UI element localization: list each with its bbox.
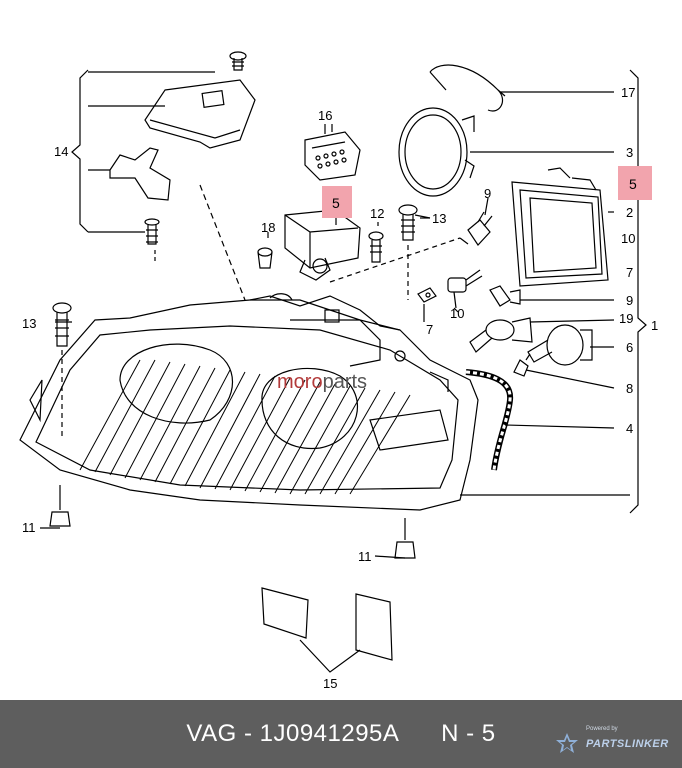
bracket-1 [629, 69, 647, 514]
bracket-14 [71, 69, 89, 233]
highlight-5-right [618, 166, 652, 200]
footer-bar: VAG - 1J0941295A N - 5 Powered by PARTSL… [0, 700, 682, 768]
callout-13-left: 13 [22, 316, 36, 331]
cable-4-icon [465, 369, 514, 471]
callout-5-right: 5 [629, 176, 637, 192]
callout-7-right: 7 [626, 265, 633, 280]
callout-1: 1 [651, 318, 658, 333]
callout-18: 18 [261, 220, 275, 235]
connector-16-icon [304, 124, 361, 181]
powered-by-text: Powered by [586, 726, 618, 732]
exploded-headlight-drawing: moroparts 1 2 3 4 5 5 6 7 7 8 9 9 10 10 … [19, 51, 658, 691]
highlight-5-mid [322, 186, 352, 218]
callout-10-right: 10 [621, 231, 635, 246]
control-module-5-icon [284, 209, 361, 281]
callout-9-top: 9 [484, 186, 491, 201]
callout-19: 19 [619, 311, 633, 326]
part-number-text: VAG - 1J0941295A N - 5 [186, 720, 496, 747]
film-15-icon [261, 587, 393, 673]
callout-13-mid: 13 [432, 211, 446, 226]
clip-7-icon [417, 287, 437, 303]
callout-11-bottom: 11 [358, 549, 372, 564]
callout-16: 16 [318, 108, 332, 123]
screw-14-icon [144, 218, 160, 245]
watermark-part1: moro [277, 371, 323, 393]
cover-plate [144, 79, 256, 149]
bracket-clip [109, 147, 171, 201]
callout-3: 3 [626, 145, 633, 160]
plug-18-icon [257, 247, 273, 269]
callout-14: 14 [54, 144, 68, 159]
bulb-6-icon [527, 324, 593, 366]
clip-11-bottom-icon [394, 518, 416, 559]
lens-hatching [79, 359, 411, 495]
callout-11-left: 11 [22, 520, 36, 535]
bulb-9-icon [489, 285, 521, 307]
seal-ring-3-icon [398, 107, 475, 197]
callout-2: 2 [626, 205, 633, 220]
brand-text: PARTSLINKER [586, 738, 669, 750]
screw-12-icon [368, 231, 384, 263]
callout-9-right: 9 [626, 293, 633, 308]
partslinker-logo: Powered by PARTSLINKER [548, 726, 674, 758]
bulb-19-icon [469, 317, 533, 353]
bulb-8-icon [513, 353, 531, 377]
socket-10-icon [447, 269, 483, 309]
bulb-9-top-icon [459, 211, 493, 246]
spring-clip-17-icon [429, 64, 506, 112]
callout-10-mid: 10 [450, 306, 464, 321]
screw-13-mid-icon [398, 204, 418, 241]
watermark-part2: parts [323, 371, 367, 393]
watermark: moroparts [277, 371, 367, 393]
parts-diagram: moroparts 1 2 3 4 5 5 6 7 7 8 9 9 10 10 … [19, 51, 659, 691]
clip-11-left-icon [49, 485, 71, 527]
screw-top-icon [229, 51, 247, 71]
callout-7-mid: 7 [426, 322, 433, 337]
callout-4: 4 [626, 421, 633, 436]
headlight-housing-icon [19, 293, 479, 511]
callout-8: 8 [626, 381, 633, 396]
callout-15: 15 [323, 676, 337, 691]
star-logo-icon [556, 733, 578, 753]
callout-12: 12 [370, 206, 384, 221]
screw-13-left-icon [52, 302, 72, 347]
cover-2-icon [511, 167, 609, 287]
callout-5-mid: 5 [332, 195, 340, 211]
callout-6: 6 [626, 340, 633, 355]
callout-17: 17 [621, 85, 635, 100]
